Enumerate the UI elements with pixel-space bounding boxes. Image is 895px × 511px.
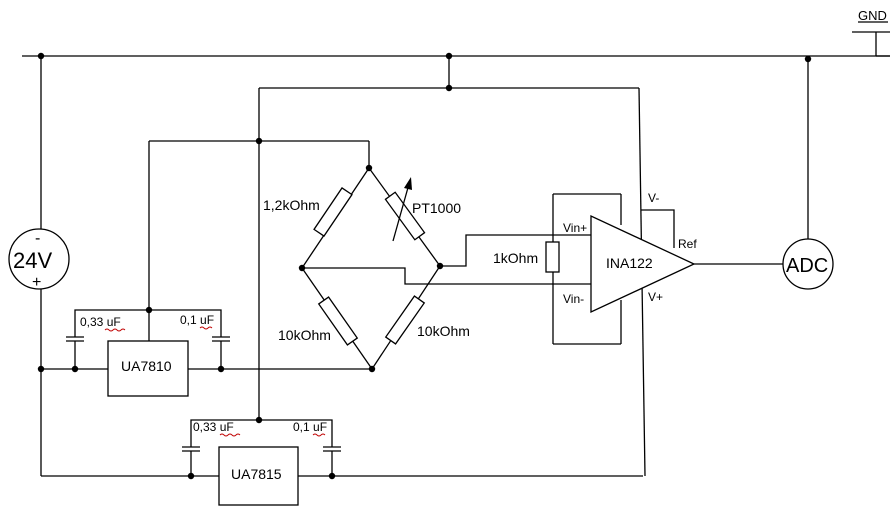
cap2-out-label: 0,1 uF [293,420,327,434]
supply-24v: - 24V + [8,228,70,291]
adc-block: ADC [782,238,834,290]
capacitor-0-33uf-2 [182,446,200,452]
supply-minus-label: - [35,230,40,247]
supply-plus-label: + [32,274,41,291]
supply-voltage-label: 24V [13,248,52,273]
amp-v-plus-label: V+ [648,290,663,304]
resistor-10k-left [317,296,359,346]
gnd-symbol: GND [852,8,890,56]
amp-v-minus-label: V- [648,191,659,205]
amp-name-label: INA122 [606,255,653,271]
cap2-in-label: 0,33 uF [193,420,234,434]
capacitor-0-33uf-1 [66,336,84,342]
cap1-in-label: 0,33 uF [80,315,121,329]
r-gain-label: 1kOhm [493,250,538,266]
r-top-left-label: 1,2kOhm [263,197,320,213]
capacitor-0-1uf-2 [323,446,341,452]
gnd-label: GND [858,8,887,23]
resistor-10k-right [384,295,426,345]
junction-dots [37,52,812,480]
amplifier-ina122: INA122 Vin+ Vin- V- V+ Ref [563,191,697,314]
resistor-gain-1k [545,241,560,273]
amp-ref-label: Ref [678,237,697,251]
regulator-ua7810: UA7810 [107,340,189,397]
r-bottom-right-label: 10kOhm [417,323,470,339]
resistor-1-2k [313,187,353,237]
amp-vin-plus-label: Vin+ [563,221,587,235]
r-pt1000-label: PT1000 [412,200,461,216]
adc-label: ADC [786,255,828,277]
reg1-label: UA7810 [121,358,172,374]
regulator-ua7815: UA7815 [218,446,299,506]
r-bottom-left-label: 10kOhm [278,327,331,343]
resistor-pt1000 [384,177,426,242]
capacitor-0-1uf-1 [212,336,230,342]
amp-vin-minus-label: Vin- [563,292,584,306]
reg2-label: UA7815 [231,466,282,482]
cap1-out-label: 0,1 uF [180,313,214,327]
